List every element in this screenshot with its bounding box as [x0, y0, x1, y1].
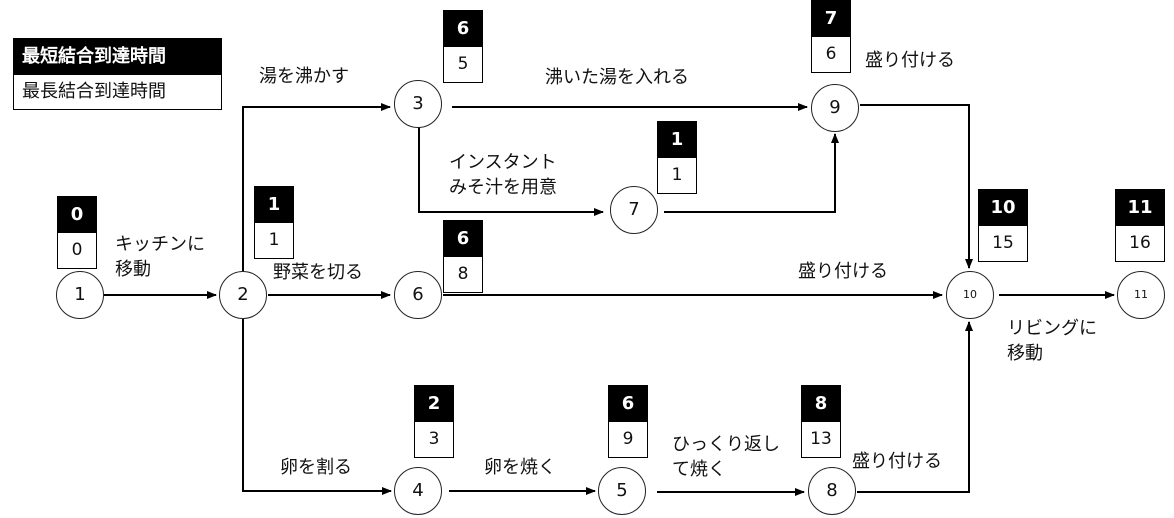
label-line: 移動: [115, 259, 151, 280]
node-10: 10: [946, 271, 994, 319]
latest-time: 1: [658, 158, 696, 193]
node-2: 2: [219, 271, 267, 319]
latest-time: 1: [255, 223, 293, 258]
legend: 最短結合到達時間 最長結合到達時間: [13, 38, 222, 110]
latest-time: 6: [812, 37, 850, 72]
arrow-3-to-7: [418, 126, 604, 216]
earliest-time: 6: [609, 386, 647, 422]
time-box-node-2: 1 1: [254, 186, 294, 259]
node-7: 7: [610, 186, 658, 234]
latest-time: 3: [415, 422, 453, 457]
time-box-node-9: 7 6: [811, 0, 851, 73]
activity-label-2-3: 湯を沸かす: [259, 66, 349, 87]
arrow-2-to-3: [242, 103, 391, 271]
earliest-time: 10: [979, 190, 1027, 226]
activity-label-2-6: 野菜を切る: [273, 262, 363, 283]
earliest-time: 1: [658, 122, 696, 158]
earliest-time: 6: [444, 221, 482, 257]
arrow-8-to-10: [857, 321, 973, 493]
label-line: 移動: [1007, 343, 1043, 364]
legend-latest-time: 最長結合到達時間: [14, 75, 221, 109]
earliest-time: 0: [58, 197, 96, 233]
node-1: 1: [56, 271, 104, 319]
node-9: 9: [811, 84, 859, 132]
activity-label-1-2: キッチンに 移動: [115, 232, 205, 282]
activity-label-4-5: 卵を焼く: [484, 457, 556, 478]
legend-earliest-time: 最短結合到達時間: [14, 39, 221, 75]
earliest-time: 6: [444, 11, 482, 47]
time-box-node-3: 6 5: [443, 10, 483, 83]
latest-time: 0: [58, 233, 96, 268]
activity-label-8-10: 盛り付ける: [852, 451, 942, 472]
latest-time: 13: [802, 422, 840, 457]
time-box-node-7: 1 1: [657, 121, 697, 194]
earliest-time: 1: [255, 187, 293, 223]
label-line: リビングに: [1007, 318, 1097, 339]
label-line: ひっくり返し: [672, 434, 780, 455]
node-4: 4: [394, 467, 442, 515]
latest-time: 8: [444, 257, 482, 292]
label-line: キッチンに: [115, 234, 205, 255]
time-box-node-5: 6 9: [608, 385, 648, 458]
activity-label-3-9: 沸いた湯を入れる: [545, 67, 689, 88]
activity-label-6-10: 盛り付ける: [798, 261, 888, 282]
earliest-time: 8: [802, 386, 840, 422]
time-box-node-8: 8 13: [801, 385, 841, 458]
latest-time: 15: [979, 226, 1027, 261]
latest-time: 9: [609, 422, 647, 457]
label-line: インスタント: [449, 152, 557, 173]
node-11: 11: [1117, 271, 1165, 319]
earliest-time: 7: [812, 1, 850, 37]
node-8: 8: [808, 467, 856, 515]
time-box-node-10: 10 15: [978, 189, 1028, 262]
label-line: て焼く: [672, 459, 726, 480]
arrow-7-to-9: [664, 133, 839, 213]
arrow-9-to-10: [860, 104, 973, 269]
latest-time: 16: [1116, 226, 1164, 261]
activity-label-2-4: 卵を割る: [280, 457, 352, 478]
activity-label-9-10: 盛り付ける: [865, 50, 955, 71]
activity-label-3-7: インスタント みそ汁を用意: [449, 150, 557, 200]
node-5: 5: [598, 467, 646, 515]
label-line: みそ汁を用意: [449, 177, 557, 198]
latest-time: 5: [444, 47, 482, 82]
activity-label-10-11: リビングに 移動: [1007, 316, 1097, 366]
activity-label-5-8: ひっくり返し て焼く: [672, 432, 780, 482]
time-box-node-11: 11 16: [1115, 189, 1165, 262]
time-box-node-4: 2 3: [414, 385, 454, 458]
earliest-time: 2: [415, 386, 453, 422]
time-box-node-6: 6 8: [443, 220, 483, 293]
node-6: 6: [394, 271, 442, 319]
earliest-time: 11: [1116, 190, 1164, 226]
time-box-node-1: 0 0: [57, 196, 97, 269]
arrow-2-to-4: [242, 319, 392, 495]
node-3: 3: [394, 80, 442, 128]
